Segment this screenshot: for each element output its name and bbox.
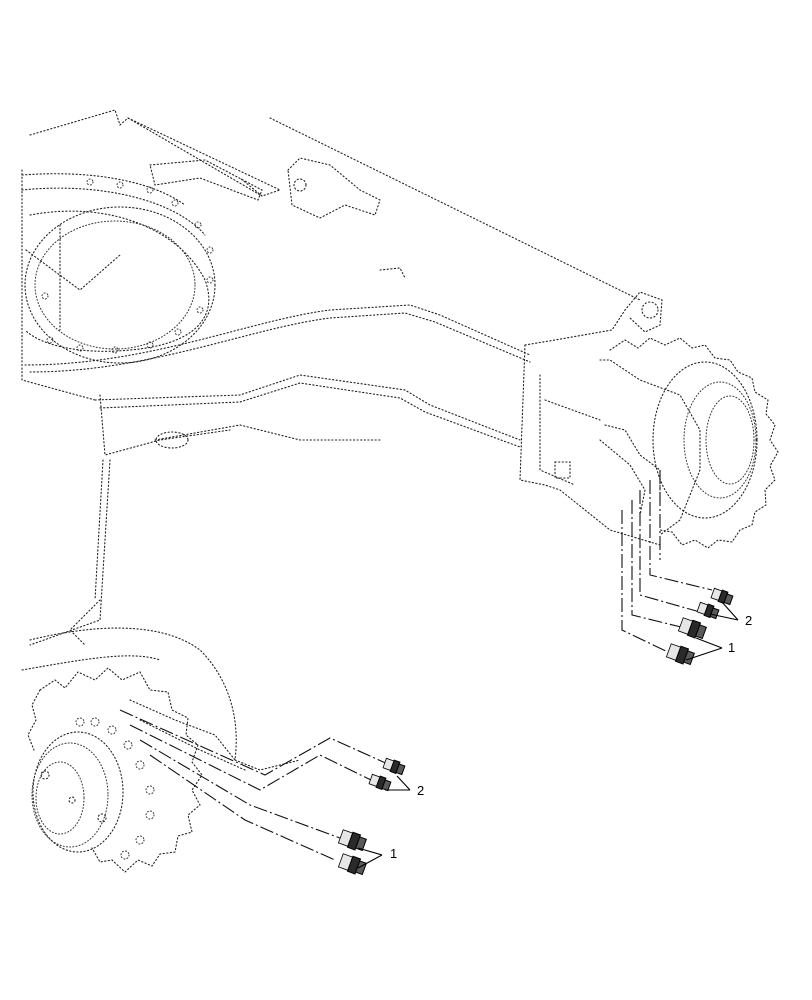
callout-2-left: 2 [417,783,424,798]
callout-2-right: 2 [745,613,752,628]
fitting-small-left-a [382,757,406,776]
fitting-small-right-a [710,587,734,606]
fitting-large-right-b [665,643,696,666]
fittings-right [665,587,734,666]
hose-routing-lines [119,470,713,861]
undercarriage-frame [21,109,641,771]
right-travel-motor [519,291,779,549]
left-travel-motor [27,667,246,873]
fitting-small-left-b [368,773,392,792]
leader-lines [357,601,739,869]
fitting-large-right-a [677,617,708,640]
fitting-small-right-b [696,601,720,620]
fittings-left [337,757,406,876]
fitting-large-left-b [337,853,368,876]
callout-1-right: 1 [728,640,735,655]
callout-1-left: 1 [390,846,397,861]
fitting-large-left-a [337,829,368,852]
